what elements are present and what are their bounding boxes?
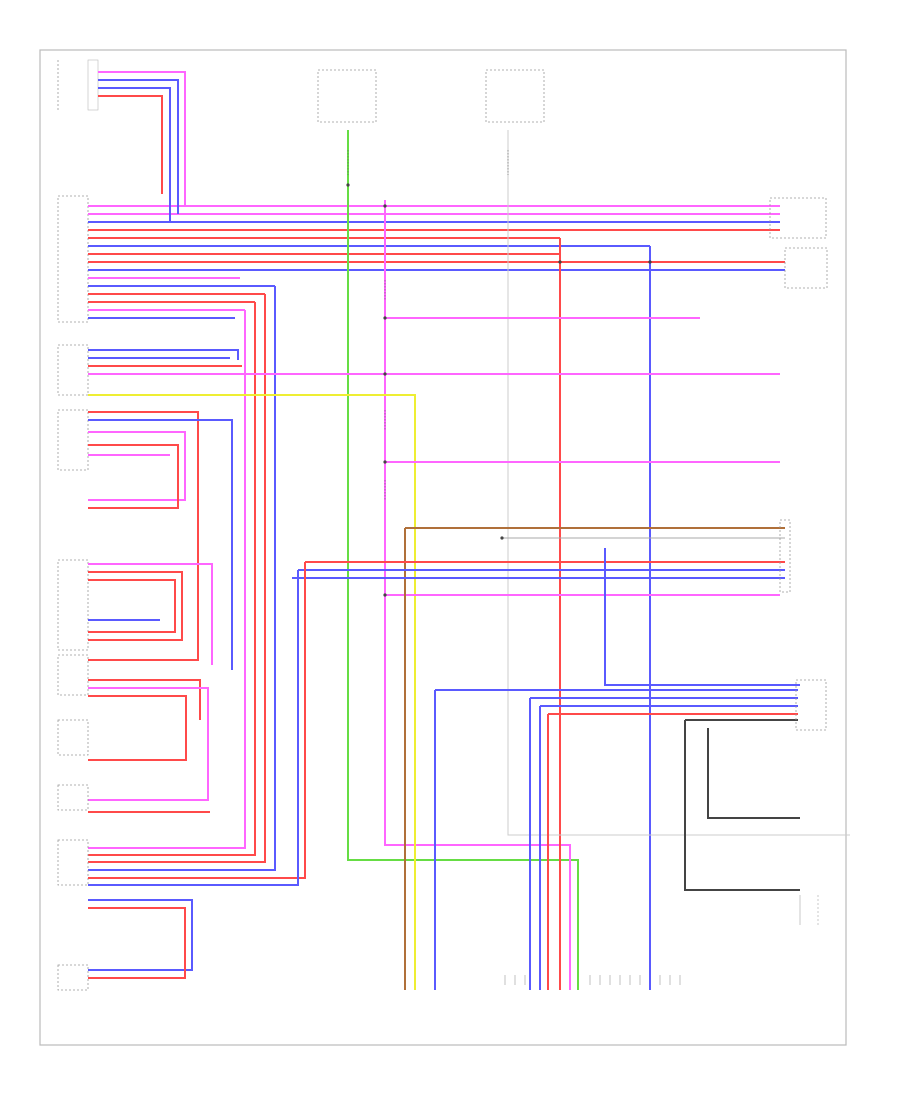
right-sensor-box (784, 247, 828, 289)
left-component-stack-lower (57, 559, 213, 665)
main-connector-left (57, 195, 89, 323)
top-center-connector-box-a (317, 69, 377, 123)
left-component-group-c (57, 654, 209, 801)
mid-pink-runs (385, 317, 780, 596)
right-reference-lines (799, 895, 819, 925)
top-center-connector-box-b (485, 69, 545, 123)
top-left-connector-box (57, 59, 99, 112)
diagram-frame (39, 49, 847, 1046)
left-component-stack (57, 409, 233, 670)
lower-right-bus (434, 679, 827, 990)
right-upper-module (769, 197, 827, 239)
splice-dots (346, 183, 652, 597)
bottom-left-wires (88, 811, 210, 979)
bottom-connector-pins (504, 975, 681, 985)
top-loop-wires (98, 71, 186, 222)
junction-block-left (57, 344, 780, 990)
left-component-group-d (57, 719, 89, 991)
upper-trunk-wires (88, 205, 785, 319)
right-mid-bus (88, 519, 800, 990)
connector-marks (347, 150, 509, 500)
vertical-trunk-wires (88, 130, 850, 990)
